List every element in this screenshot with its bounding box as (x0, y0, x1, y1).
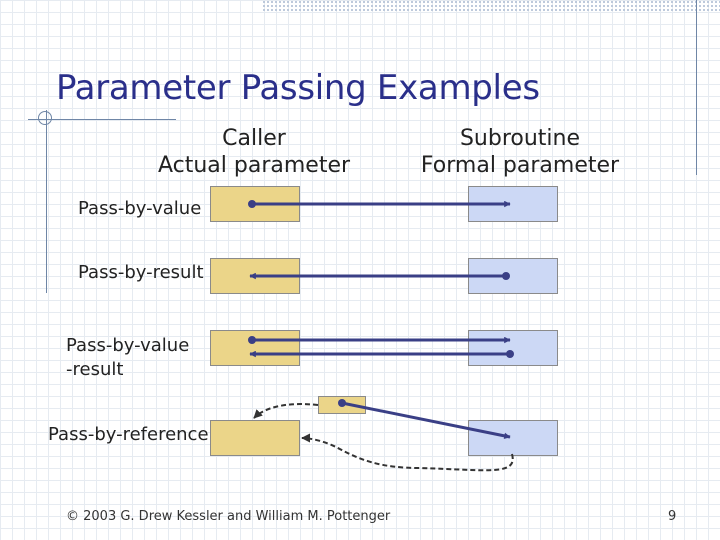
pass-by-value-arrow (248, 200, 511, 208)
pass-by-reference-arrows (253, 399, 514, 472)
pass-by-value-result-arrows (248, 336, 514, 358)
actual-parameter-box-value-result (210, 330, 300, 366)
slide-title: Parameter Passing Examples (56, 68, 540, 108)
row-label-pass-by-value: Pass-by-value (78, 198, 202, 219)
caller-column-header: Caller Actual parameter (154, 125, 354, 179)
formal-parameter-box-value-result (468, 330, 558, 366)
actual-parameter-box-reference (210, 420, 300, 456)
corner-ring-ornament (38, 111, 52, 125)
formal-parameter-box-reference (468, 420, 558, 456)
subroutine-column-header: Subroutine Formal parameter (418, 125, 622, 179)
caller-column-title: Caller (222, 126, 286, 151)
row-label-pass-by-value-result: Pass-by-value-result (66, 335, 190, 380)
row-label-pass-by-result: Pass-by-result (78, 262, 204, 283)
left-vertical-rule (46, 110, 47, 293)
subroutine-column-title: Subroutine (459, 126, 581, 151)
dotted-header-band (262, 0, 720, 12)
right-vertical-rule (696, 0, 697, 175)
page-number: 9 (668, 509, 677, 524)
row-label-pass-by-reference: Pass-by-reference (48, 424, 209, 445)
subroutine-column-subtitle: Formal parameter (420, 153, 620, 178)
pass-by-result-arrow (249, 272, 510, 280)
copyright-footer: © 2003 G. Drew Kessler and William M. Po… (66, 509, 391, 524)
caller-column-subtitle: Actual parameter (157, 153, 351, 178)
title-underline-rule (28, 119, 176, 120)
